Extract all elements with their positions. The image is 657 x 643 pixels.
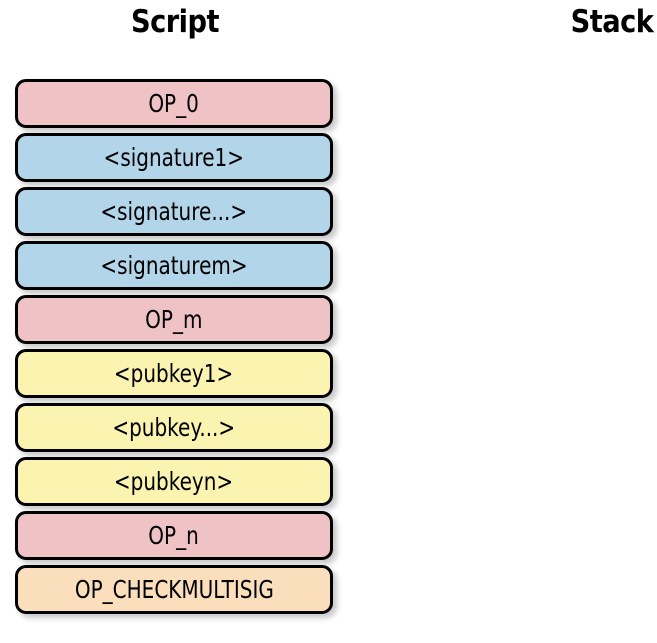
script-element-box: OP_n xyxy=(15,511,333,560)
script-element-box: <pubkey1> xyxy=(15,349,333,398)
script-element-label: <signaturem> xyxy=(100,251,248,280)
stack-column-header: Stack xyxy=(570,4,654,40)
script-column-header: Script xyxy=(130,4,220,40)
column-headers: Script Stack xyxy=(0,0,657,60)
script-element-label: <pubkeyn> xyxy=(114,467,234,496)
script-element-box: OP_m xyxy=(15,295,333,344)
script-element-label: OP_0 xyxy=(148,89,200,118)
script-element-label: OP_CHECKMULTISIG xyxy=(74,575,274,604)
script-element-box: OP_CHECKMULTISIG xyxy=(15,565,333,614)
script-element-box: <signature1> xyxy=(15,133,333,182)
script-element-label: <signature1> xyxy=(103,143,245,172)
script-element-box: <signature...> xyxy=(15,187,333,236)
script-element-label: OP_m xyxy=(145,305,203,334)
script-element-box: OP_0 xyxy=(15,79,333,128)
script-element-box: <signaturem> xyxy=(15,241,333,290)
script-element-label: <signature...> xyxy=(100,197,248,226)
script-element-box: <pubkey...> xyxy=(15,403,333,452)
script-element-label: <pubkey...> xyxy=(112,413,236,442)
script-element-label: OP_n xyxy=(148,521,200,550)
stack-stack-list xyxy=(452,79,657,613)
script-element-label: <pubkey1> xyxy=(114,359,234,388)
script-element-box: <pubkeyn> xyxy=(15,457,333,506)
script-stack-list: OP_0 <signature1> <signature...> <signature… xyxy=(15,79,333,614)
